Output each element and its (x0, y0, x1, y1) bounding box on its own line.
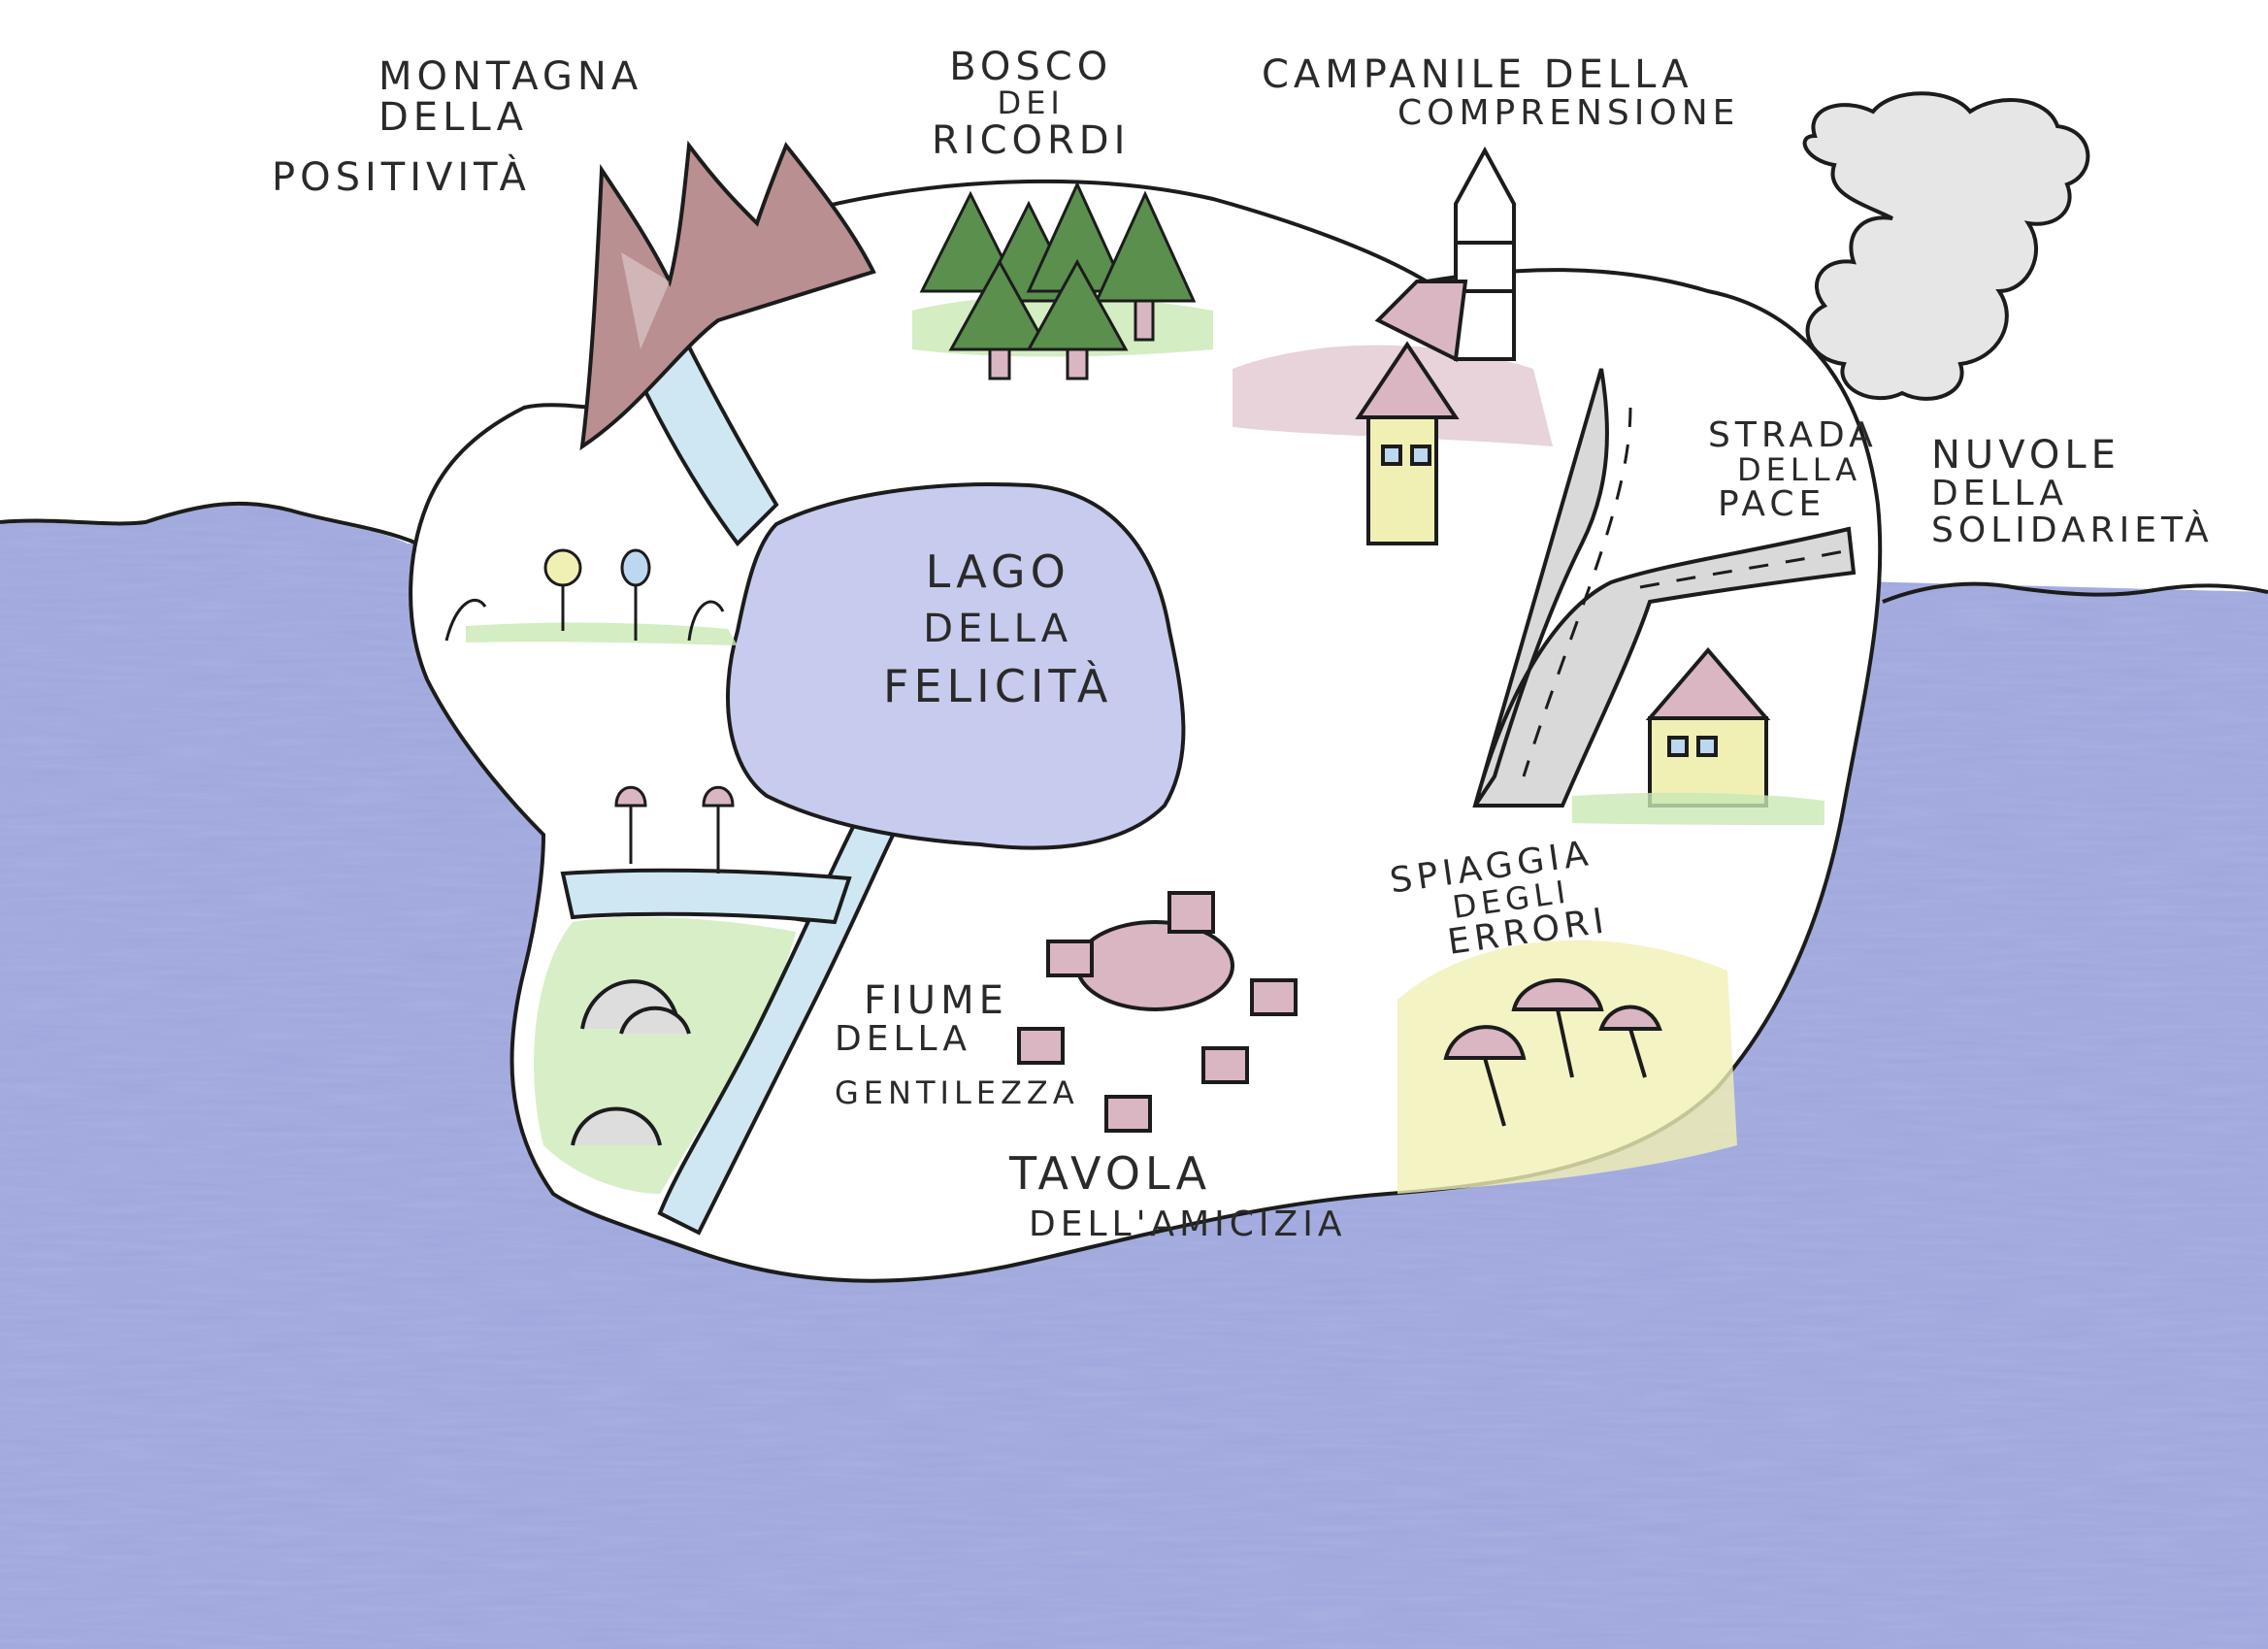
umbrella-icon (1443, 978, 1662, 1127)
label-tavola: Tavola dell'amicizia (1009, 1150, 1346, 1243)
lake[interactable] (726, 482, 1186, 850)
pine-tree-icon (919, 181, 1197, 380)
label-fiume: Fiume della gentilezza (835, 980, 1079, 1109)
nuvole-line-3: solidarietà (1931, 510, 2214, 550)
lago-line-2: della (923, 607, 1073, 652)
tavola-line-2: dell'amicizia (1029, 1204, 1347, 1245)
campanile-line-2: comprensione (1397, 93, 1740, 133)
horizon-line-right (1882, 581, 2268, 604)
table-icon (1017, 891, 1298, 1133)
river-branch (560, 868, 852, 925)
flower-meadow (466, 622, 738, 645)
house-grass (1572, 792, 1824, 825)
tavola-line-1: Tavola (1009, 1147, 1212, 1200)
label-montagna: Montagna Della Positività (272, 56, 642, 198)
label-strada: Strada della Pace (1708, 417, 1878, 523)
nuvole-line-1: Nuvole (1931, 433, 2120, 478)
flower-icon (444, 548, 725, 642)
label-nuvole: Nuvole della solidarietà (1931, 435, 2214, 549)
road-dashes (1522, 407, 1845, 777)
strada-line-1: Strada (1708, 415, 1878, 455)
bell-tower-icon (1374, 146, 1516, 363)
campanile-line-1: Campanile della (1262, 52, 1693, 97)
fiume-line-2: della (835, 1019, 972, 1059)
montagna-line-3: Positività (272, 155, 531, 200)
strada-line-2: della (1737, 450, 1862, 488)
beach (1397, 940, 1737, 1194)
montagna-line-2: Della (378, 95, 528, 140)
lago-line-3: felicità (883, 660, 1113, 713)
horizon-line (0, 501, 418, 545)
label-lago[interactable]: Lago della felicità (883, 548, 1112, 710)
label-campanile: Campanile della comprensione (1262, 54, 1739, 132)
nuvole-line-2: della (1931, 474, 2069, 513)
bush-icon (571, 979, 691, 1146)
strada-line-3: Pace (1718, 484, 1826, 525)
mountain-icon (579, 140, 876, 451)
road-icon (1472, 368, 1857, 808)
tulip-icon (614, 785, 735, 874)
lago-line-1: Lago (925, 545, 1070, 598)
montagna-line-1: Montagna (378, 54, 643, 99)
house-icon (1645, 646, 1771, 808)
river-lower (657, 812, 906, 1236)
bosco-line-3: Ricordi (932, 117, 1131, 163)
label-bosco: Bosco dei Ricordi (932, 47, 1130, 161)
fiume-line-1: Fiume (864, 978, 1008, 1023)
fiume-line-3: gentilezza (835, 1073, 1079, 1111)
bosco-line-1: Bosco (949, 45, 1113, 89)
bosco-line-2: dei (997, 84, 1065, 121)
house-icon (1355, 341, 1460, 545)
cloud-icon (1802, 91, 2090, 401)
